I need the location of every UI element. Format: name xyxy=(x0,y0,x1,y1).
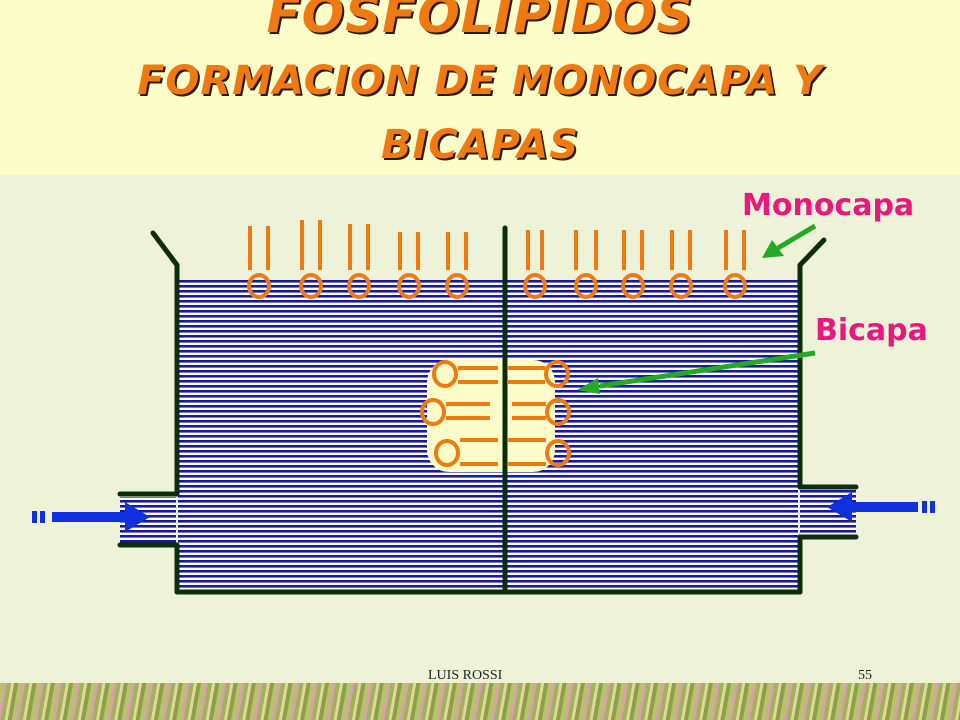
bilayer-vesicle xyxy=(427,360,555,472)
lipid xyxy=(397,232,421,299)
monocapa-pointer-arrow xyxy=(762,223,817,258)
slide-title: FOSFOLIPIDOS xyxy=(266,0,694,44)
lipid xyxy=(723,230,747,299)
lipid xyxy=(347,224,371,299)
bilayer xyxy=(420,360,571,467)
footer-decorative-strip xyxy=(0,683,960,720)
bicapa-label: Bicapa xyxy=(815,313,928,348)
lipid xyxy=(299,220,323,299)
bicapa-pointer-arrow xyxy=(577,350,816,394)
monocapa-label: Monocapa xyxy=(742,188,915,223)
title-band: FOSFOLIPIDOS FORMACION DE MONOCAPA Y BIC… xyxy=(0,0,960,175)
slide-subtitle-line-2: BICAPAS xyxy=(380,122,580,168)
trough-right-wall xyxy=(797,237,827,490)
bilayer-row xyxy=(432,360,570,388)
water-right xyxy=(507,280,798,590)
lipid xyxy=(621,230,645,299)
lipid xyxy=(247,226,271,299)
left-flow-arrow xyxy=(32,502,150,532)
footer-page-number: 55 xyxy=(858,668,872,683)
trough-walls xyxy=(117,225,859,595)
bilayer-row xyxy=(434,438,571,467)
monolayer xyxy=(247,220,747,299)
lipid xyxy=(523,230,547,299)
right-flow-arrow xyxy=(827,492,935,522)
bilayer-row xyxy=(420,398,571,426)
trough-left-wall xyxy=(150,230,180,497)
lipid xyxy=(445,232,469,299)
footer-author: LUIS ROSSI xyxy=(428,668,503,683)
lipid xyxy=(574,230,598,299)
slide-subtitle-line-1: FORMACION DE MONOCAPA Y xyxy=(137,58,823,104)
lipid xyxy=(669,230,693,299)
